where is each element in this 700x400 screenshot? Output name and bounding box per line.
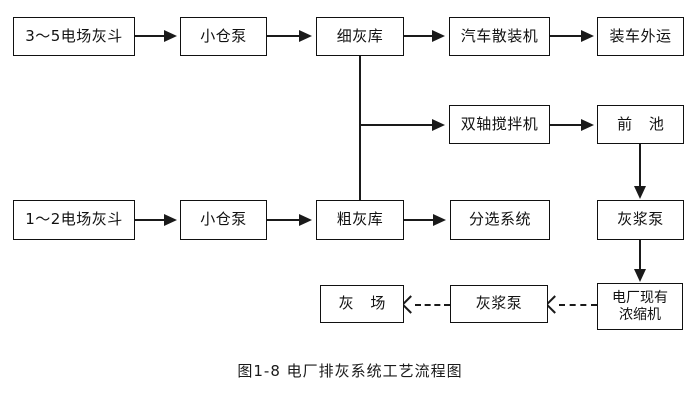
node-pump-bottom[interactable]: 小仓泵 [180,200,267,240]
edge-frontpool-to-slurrypump-line [639,144,641,188]
node-hopper-1-2[interactable]: 1～2电场灰斗 [13,200,135,240]
edge-thickener-to-slurrypumpbottom-line [559,304,597,306]
arrowhead-mixer-to-frontpool [581,119,594,131]
node-hopper-3-5[interactable]: 3～5电场灰斗 [13,17,135,56]
arrowhead-fineash-to-loader [432,30,445,42]
edge-slurrypumpbottom-to-ashyard-line [415,304,450,306]
node-slurry-pump-right[interactable]: 灰浆泵 [597,200,684,240]
arrowhead-hopper35-to-pumptop [164,30,177,42]
node-truck-outbound[interactable]: 装车外运 [597,17,684,56]
node-slurry-pump-bottom[interactable]: 灰浆泵 [450,285,548,323]
arrowhead-hopper12-to-pumpbottom [164,214,177,226]
edge-fineash-to-coarseash-trunk [359,56,361,201]
arrowhead-slurrypumpbottom-to-ashyard [401,295,420,314]
edge-hopper35-to-pumptop-line [135,35,168,37]
node-truck-bulk-loader[interactable]: 汽车散装机 [449,17,550,56]
edge-fineash-to-loader-line [404,35,435,37]
node-twin-shaft-mixer[interactable]: 双轴搅拌机 [449,105,550,144]
edge-hopper12-to-pumpbottom-line [135,219,168,221]
figure-caption: 图1-8 电厂排灰系统工艺流程图 [237,362,463,380]
arrowhead-pumpbottom-to-coarseash [299,214,312,226]
arrowhead-slurrypump-to-thickener [634,269,646,282]
node-pump-top[interactable]: 小仓泵 [180,17,267,56]
arrowhead-fineash-to-mixer [432,119,445,131]
arrowhead-coarseash-to-sorting [433,214,446,226]
node-sorting-system[interactable]: 分选系统 [450,200,550,240]
edge-loader-to-outbound-line [550,35,583,37]
edge-pumptop-to-fineash-line [267,35,301,37]
edge-slurrypump-to-thickener-line [639,240,641,271]
node-coarse-ash-silo[interactable]: 粗灰库 [316,200,404,240]
arrowhead-thickener-to-slurrypumpbottom [545,295,564,314]
edge-pumpbottom-to-coarseash-line [267,219,301,221]
arrowhead-frontpool-to-slurrypump [634,186,646,199]
node-front-pool[interactable]: 前 池 [597,105,684,144]
node-fine-ash-silo[interactable]: 细灰库 [316,17,404,56]
arrowhead-loader-to-outbound [581,30,594,42]
edge-coarseash-to-sorting-line [404,219,436,221]
edge-mixer-to-frontpool-line [550,124,583,126]
arrowhead-pumptop-to-fineash [299,30,312,42]
edge-fineash-to-mixer-line [359,124,435,126]
node-thickener[interactable]: 电厂现有 浓缩机 [597,283,683,330]
node-ash-yard[interactable]: 灰 场 [320,285,404,323]
